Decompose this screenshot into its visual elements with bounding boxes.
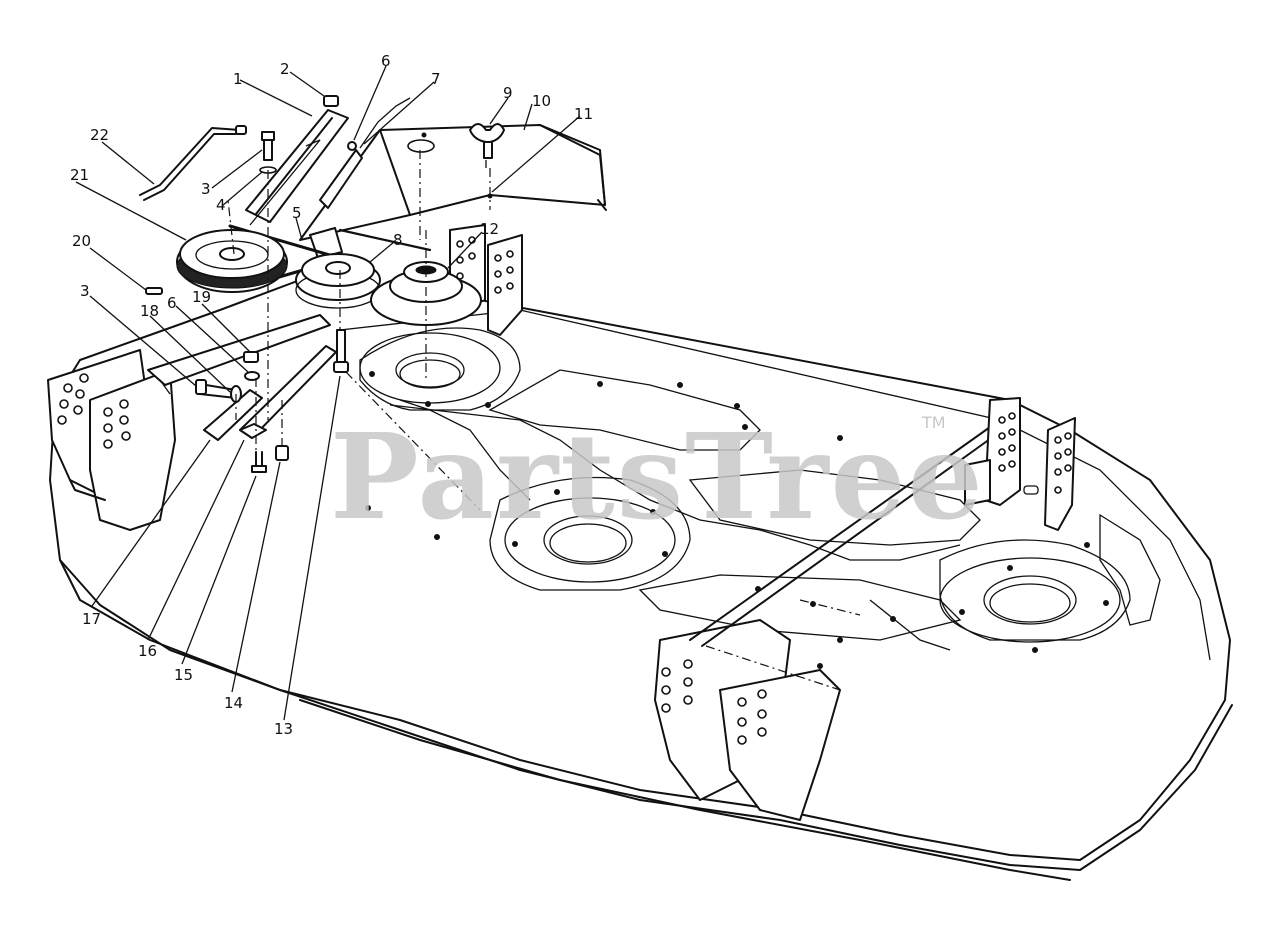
callout-9: 9 <box>503 84 513 102</box>
watermark: PartsTree TM <box>330 407 985 546</box>
callout-16: 16 <box>138 642 157 660</box>
nut-19 <box>243 351 259 363</box>
watermark-text: PartsTree <box>330 407 985 546</box>
idler-pulley-8 <box>295 253 381 309</box>
callout-12: 12 <box>480 220 499 238</box>
assembly-centerlines <box>227 150 861 691</box>
belt-cover-10 <box>299 124 607 241</box>
pin-20 <box>145 287 163 295</box>
anti-scalp-rod <box>689 419 1009 647</box>
callout-1: 1 <box>233 70 243 88</box>
nut-6-lower <box>244 371 260 381</box>
callout-15: 15 <box>174 666 193 684</box>
spindle-housing-right <box>939 557 1121 643</box>
wing-nut-9 <box>469 123 505 168</box>
spindle-housing-center <box>504 497 676 583</box>
callout-11: 11 <box>574 105 593 123</box>
callout-18: 18 <box>140 302 159 320</box>
deck-rivets <box>365 371 1109 669</box>
right-front-bracket <box>654 619 841 821</box>
deck-rear-rail <box>147 314 331 395</box>
idler-arm-1 <box>245 109 349 226</box>
callout-6b: 6 <box>167 294 177 312</box>
callout-8: 8 <box>393 231 403 249</box>
idler-spring-7 <box>359 97 411 149</box>
callout-19: 19 <box>192 288 211 306</box>
callout-13: 13 <box>274 720 293 738</box>
bolt-13 <box>333 329 349 373</box>
watermark-trademark: TM <box>921 413 946 432</box>
callout-numbers: 1 2 6 7 9 10 11 22 21 3 4 5 8 12 20 3 18… <box>70 52 593 738</box>
nut-2 <box>323 95 339 107</box>
callout-21: 21 <box>70 166 89 184</box>
right-rear-brackets <box>964 397 1076 531</box>
callout-7: 7 <box>431 70 441 88</box>
idler-pivot-arm-5 <box>309 149 363 259</box>
bolt-3-top <box>259 131 277 174</box>
callout-10: 10 <box>532 92 551 110</box>
callout-3: 3 <box>201 180 211 198</box>
callout-17: 17 <box>82 610 101 628</box>
callout-6: 6 <box>381 52 391 70</box>
callout-22: 22 <box>90 126 109 144</box>
callout-2: 2 <box>280 60 290 78</box>
callout-leaders <box>75 65 581 721</box>
callout-20: 20 <box>72 232 91 250</box>
callout-14: 14 <box>224 694 243 712</box>
callout-3b: 3 <box>80 282 90 300</box>
rod-22 <box>139 125 247 201</box>
callout-5: 5 <box>292 204 302 222</box>
callout-4: 4 <box>216 196 226 214</box>
bolt-14 <box>251 451 267 473</box>
lift-bracket-17 <box>203 389 263 441</box>
nut-6-top <box>347 141 357 151</box>
nut-15 <box>275 445 289 461</box>
pulley-21 <box>176 229 288 293</box>
left-deck-bracket <box>47 349 176 531</box>
